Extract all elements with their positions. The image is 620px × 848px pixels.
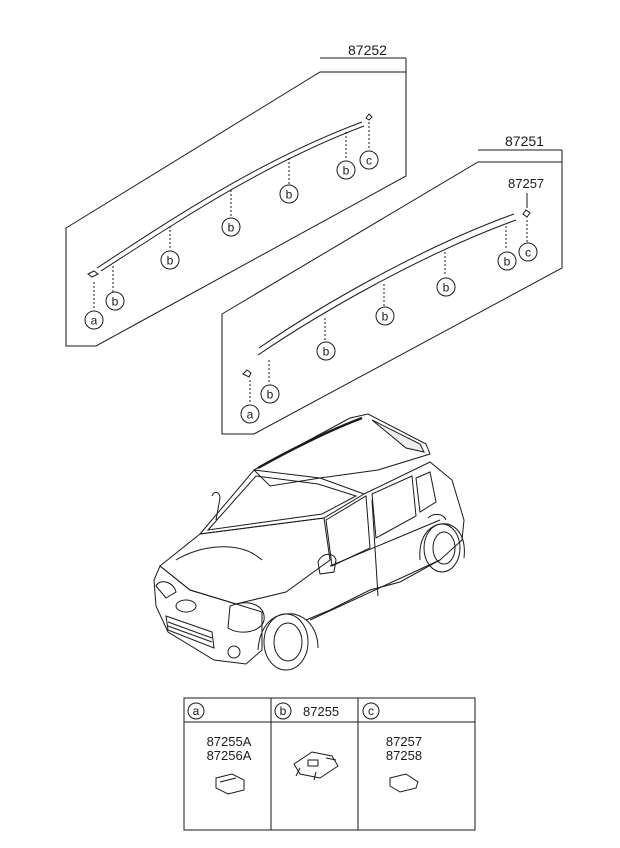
- callout-letter: c: [366, 154, 372, 168]
- car-front-face: [153, 565, 263, 665]
- legend-cell-a: a 87255A 87256A: [187, 702, 252, 795]
- car-mirror: [317, 553, 337, 575]
- clip-b-icon: [293, 751, 339, 779]
- lower-clip-part-number: 87257: [508, 176, 544, 191]
- car-rear-arch: [419, 523, 465, 561]
- top-roof-rail: [96, 121, 363, 269]
- top-rail-panel: 87252 a b b b b b c: [65, 42, 407, 347]
- legend-letter: a: [193, 704, 200, 718]
- car-quarter-window: [415, 471, 437, 513]
- callout-c: c: [359, 150, 379, 170]
- car-roof: [253, 413, 431, 487]
- callout-letter: b: [323, 345, 330, 359]
- car-headlight-left: [155, 581, 177, 599]
- callout-b: b: [497, 251, 517, 271]
- car-body-side: [305, 461, 465, 621]
- legend-part-number: 87255A: [207, 734, 252, 749]
- legend-part-number: 87257: [386, 734, 422, 749]
- lower-roof-rail-edge: [257, 219, 517, 356]
- legend-part-number: 87256A: [207, 748, 252, 763]
- callout-b: b: [336, 160, 356, 180]
- top-clip-c-part: [365, 113, 373, 121]
- legend-cell-b: b 87255: [274, 702, 339, 781]
- callout-b: b: [221, 217, 241, 237]
- callout-b: b: [279, 184, 299, 204]
- legend-letter: b: [280, 704, 287, 718]
- parts-legend: a 87255A 87256A b 87255 c 87257 87258: [183, 697, 476, 831]
- callout-letter: b: [228, 221, 235, 235]
- callout-b: b: [105, 291, 125, 311]
- top-clip-a-part: [87, 270, 99, 278]
- car-antenna: [211, 491, 221, 521]
- callout-b: b: [316, 341, 336, 361]
- car-front-hub: [273, 622, 303, 662]
- car-front-wheel: [263, 613, 309, 671]
- callout-b: b: [375, 306, 395, 326]
- callout-letter: a: [91, 314, 98, 328]
- leader-line: [167, 625, 213, 643]
- car-sill: [309, 559, 441, 621]
- car-rear-hub: [432, 531, 456, 565]
- legend-part-number: 87255: [303, 704, 339, 719]
- car-taillight: [427, 513, 447, 521]
- callout-letter: c: [525, 246, 531, 260]
- car-foglight: [227, 645, 241, 659]
- car-front-window: [325, 495, 371, 567]
- leader-line: [295, 757, 337, 781]
- legend-cell-c: c 87257 87258: [362, 702, 422, 793]
- leader-line: [167, 621, 213, 639]
- top-rail-panel-outline: [65, 71, 407, 347]
- callout-letter: b: [504, 255, 511, 269]
- clip-a-icon: [215, 773, 245, 795]
- car-spoiler: [371, 419, 425, 453]
- callout-letter: b: [286, 188, 293, 202]
- top-rail-part-number: 87252: [348, 42, 387, 58]
- top-roof-rail-edge: [100, 125, 365, 272]
- car-badge: [175, 599, 197, 613]
- clip-c-icon: [389, 773, 419, 793]
- callout-letter: b: [267, 388, 274, 402]
- car-door-line: [371, 499, 379, 597]
- leader-line: [219, 777, 237, 783]
- car-grille: [165, 615, 215, 649]
- callout-b: b: [160, 250, 180, 270]
- lower-rail-part-number: 87251: [505, 133, 544, 149]
- car-rear-window: [371, 475, 417, 539]
- lower-rail-panel-outline: [221, 161, 563, 435]
- lower-roof-rail: [258, 213, 515, 349]
- legend-frame: [183, 697, 476, 831]
- callout-letter: b: [167, 254, 174, 268]
- lower-clip-a-part: [242, 369, 252, 378]
- callout-a: a: [240, 404, 260, 424]
- callout-letter: b: [382, 310, 389, 324]
- legend-letter: c: [368, 704, 374, 718]
- lower-rail-panel: 87251 87257 a b b b b b c: [221, 133, 563, 435]
- lower-clip-c-part: [522, 209, 531, 218]
- element: [307, 759, 319, 767]
- callout-letter: b: [343, 164, 350, 178]
- car-beltline: [329, 519, 441, 567]
- callout-letter: b: [443, 281, 450, 295]
- callout-letter: b: [112, 295, 119, 309]
- callout-c: c: [518, 242, 538, 262]
- callout-b: b: [260, 384, 280, 404]
- legend-part-number: 87258: [386, 748, 422, 763]
- car-hood-crease: [175, 546, 263, 561]
- car-front-arch: [257, 613, 319, 651]
- callout-letter: a: [247, 408, 254, 422]
- callout-b: b: [436, 277, 456, 297]
- car-hood: [159, 517, 331, 605]
- car-roof-rail: [257, 416, 363, 470]
- car-illustration: [153, 413, 465, 671]
- car-headlight-right: [227, 602, 265, 633]
- callout-a: a: [84, 310, 104, 330]
- car-windshield-inner: [206, 475, 358, 531]
